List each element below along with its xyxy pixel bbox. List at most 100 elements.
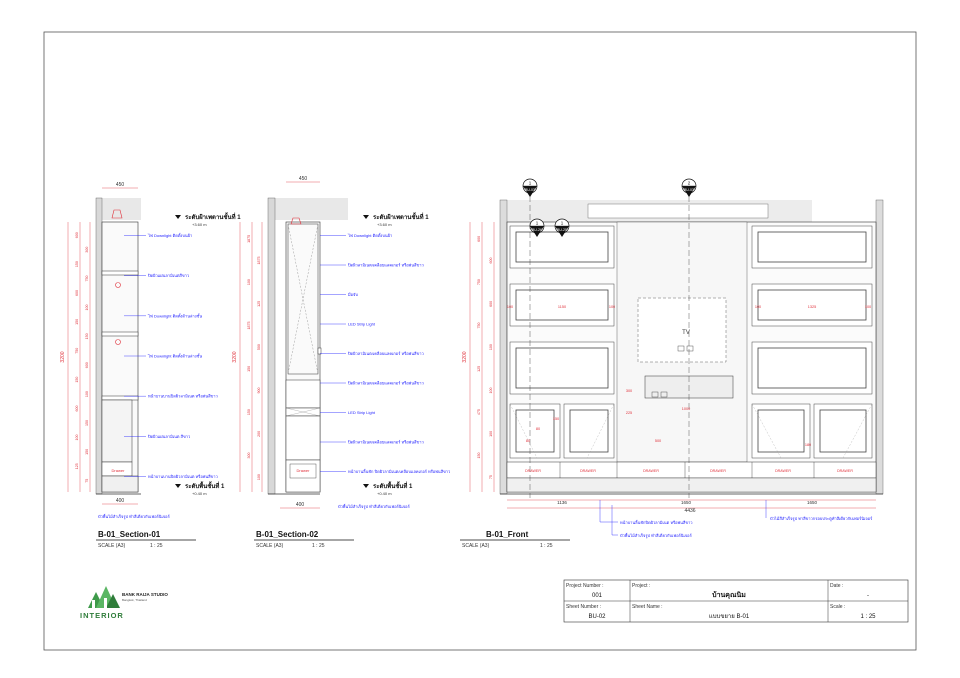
sheet-border [43,31,917,651]
project-name: บ้านคุณนิม [712,590,746,599]
section-01-bottom-dim: 400 [116,498,125,504]
dimension-label: 600 [489,258,493,264]
ceiling-level-marker [363,215,369,219]
dimension-label: 100 [755,305,761,309]
note-text: ปิดผิวลามิเนต/เคลือบแลคเกอร์ หรือพ่นสีขา… [347,381,424,386]
sheet-number-label: Sheet Number : [566,604,601,610]
dimension-label: 750 [85,276,89,282]
dimension-label: 1875 [257,257,261,265]
note-text: บัวพื้นไม้สำเร็จรูป ทำสีเดียวกับเฟอร์นิเ… [338,502,411,510]
dimension-label: 150 [85,420,89,426]
dimension-label: 150 [85,333,89,339]
note-text: หน้าบานบานปิดผิวลามิเนต หรือพ่นสีขาว [148,474,218,479]
dimension-label: 1325 [808,305,816,309]
dimension-label: 100 [865,305,871,309]
dimension-label: 150 [75,319,79,325]
section-01-drawing [67,187,141,505]
dimension-label: 100 [85,304,89,310]
section-02-total-height: 3200 [232,351,238,362]
dimension-label: 80 [536,427,540,431]
sheet-number: BU-02 [588,614,606,620]
dimension-label: 900 [257,388,261,394]
dimension-label: 100 [489,388,493,394]
ceiling-level-marker [175,215,181,219]
sheet-name-label: Sheet Name : [632,604,663,610]
front-title: B-01_Front [486,530,529,539]
dimension-label: 75 [489,475,493,479]
dimension-label: 750 [477,323,481,329]
section-mark-arrow [682,186,696,197]
dimension-label: 100 [75,434,79,440]
section-01-notes: ไฟ Downlight ติดตั้งบนฝ้าปิดผิวแผ่นลามิเ… [98,231,218,520]
dimension-label: 100 [609,305,615,309]
floor-level-marker [175,484,181,488]
dimension-label: 100 [85,391,89,397]
dimension-label: 300 [85,247,89,253]
dimension-label: 300 [247,453,251,459]
front-scale-label: SCALE (A3) [462,543,490,549]
title-block [563,579,909,623]
note-text: ไฟ Downlight ติดตั้งด้านล่างชั้น [147,311,202,318]
dimension-label: 150 [477,453,481,459]
dimension-label: 125 [477,366,481,372]
section-01-ceiling-level: +3.60 m [192,222,207,227]
dimension-label: 200 [257,431,261,437]
note-text: บัวพื้นไม้สำเร็จรูป ทำสีเดียวกับเฟอร์นิเ… [98,512,171,520]
dimension-label: 1875 [247,322,251,330]
section-01-dims: 6003001507506001001501507506001501006001… [75,232,89,483]
section-02-floor-label: ระดับพื้นชั้นที่ 1 [373,480,413,490]
dimension-label: 100 [489,344,493,350]
dimension-label: 125 [75,463,79,469]
section-mark-number: 2 [688,181,691,186]
section-mark-number: 1 [529,181,532,186]
drawer-label: DRAWER [525,469,541,473]
front-drawing [469,196,884,509]
dimension-label: 100 [489,431,493,437]
dimension-label: 750 [75,348,79,354]
dimension-label: 225 [626,411,632,415]
studio-location: Bangkok, Thailand [122,598,147,602]
section-02-ceiling-label: ระดับฝ้าเพดานชั้นที่ 1 [373,211,429,221]
scale-value: 1 : 25 [860,614,876,620]
section-02-title: B-01_Section-02 [256,530,319,539]
note-text: หน้าบานลิ้นชัก ปิดผิวลามิเนต/เคลือบแลคเก… [348,467,450,474]
section-02-drawer-label: Drawer [297,468,311,473]
dimension-label: 150 [75,377,79,383]
project-number-label: Project Number : [566,583,604,589]
dimension-label: 1136 [557,500,567,505]
note-text: ไฟ Downlight ติดตั้งบนฝ้า [147,231,192,238]
front-overall-width: 4436 [684,508,695,514]
note-text: หน้าบานบานปิดผิวลามิเนต หรือพ่นสีขาว [148,394,218,399]
drawer-label: DRAWER [643,469,659,473]
note-text: LED Strip Light [348,322,376,327]
section-02-ceiling-level: +3.60 m [377,222,392,227]
dimension-label: 500 [257,344,261,350]
dimension-label: 1875 [247,235,251,243]
dimension-label: 600 [85,362,89,368]
studio-logo [88,586,120,608]
section-01-drawer-label: Drawer [112,468,126,473]
studio-brand: INTERIOR [80,611,124,620]
dimension-label: 300 [626,389,632,393]
section-01-total-height: 3200 [60,351,66,362]
dimension-label: 100 [507,305,513,309]
dimension-label: 475 [477,409,481,415]
dimension-label: 80 [526,439,530,443]
section-mark-ref: BU-03 [525,188,535,192]
note-text: ปิดผิวแผ่นลามิเนต สีขาว [147,434,190,439]
section-02-drawing [239,181,348,509]
note-text: หน้าบานลิ้นชักปิดผิวลามิเนต หรือพ่นสีขาว [620,518,693,525]
section-01-ceiling-label: ระดับฝ้าเพดานชั้นที่ 1 [185,211,241,221]
section-02-floor-level: +0.40 m [377,491,392,496]
scale-label: Scale : [830,604,845,610]
dimension-label: 600 [75,290,79,296]
section-mark-number: 1 [561,221,564,226]
dimension-label: 1000 [682,407,690,411]
front-notes: หน้าบานลิ้นชักปิดผิวลามิเนต หรือพ่นสีขาว… [599,500,873,539]
section-02-top-dim: 450 [299,176,308,182]
section-01-top-dim: 450 [116,182,125,188]
drawer-label: DRAWER [580,469,596,473]
